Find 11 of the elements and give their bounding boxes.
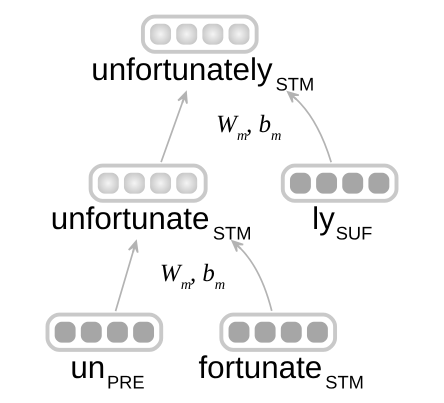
arrow [160,91,188,162]
node-label: ly$_{SUF}$ [312,201,372,244]
node-label: unfortunate$_{STM}$ [50,201,252,244]
node-label: fortunate$_{STM}$ [198,350,364,393]
label: W$_{m}$, b$_{m}$ [216,110,282,144]
arrow [286,91,332,162]
label: W$_{m}$, b$_{m}$ [160,260,226,293]
arrow [114,240,139,312]
node-label: un$_{PRE}$ [70,350,145,393]
node-label: unfortunately$_{STM}$ [91,52,314,95]
arrow [231,240,273,312]
